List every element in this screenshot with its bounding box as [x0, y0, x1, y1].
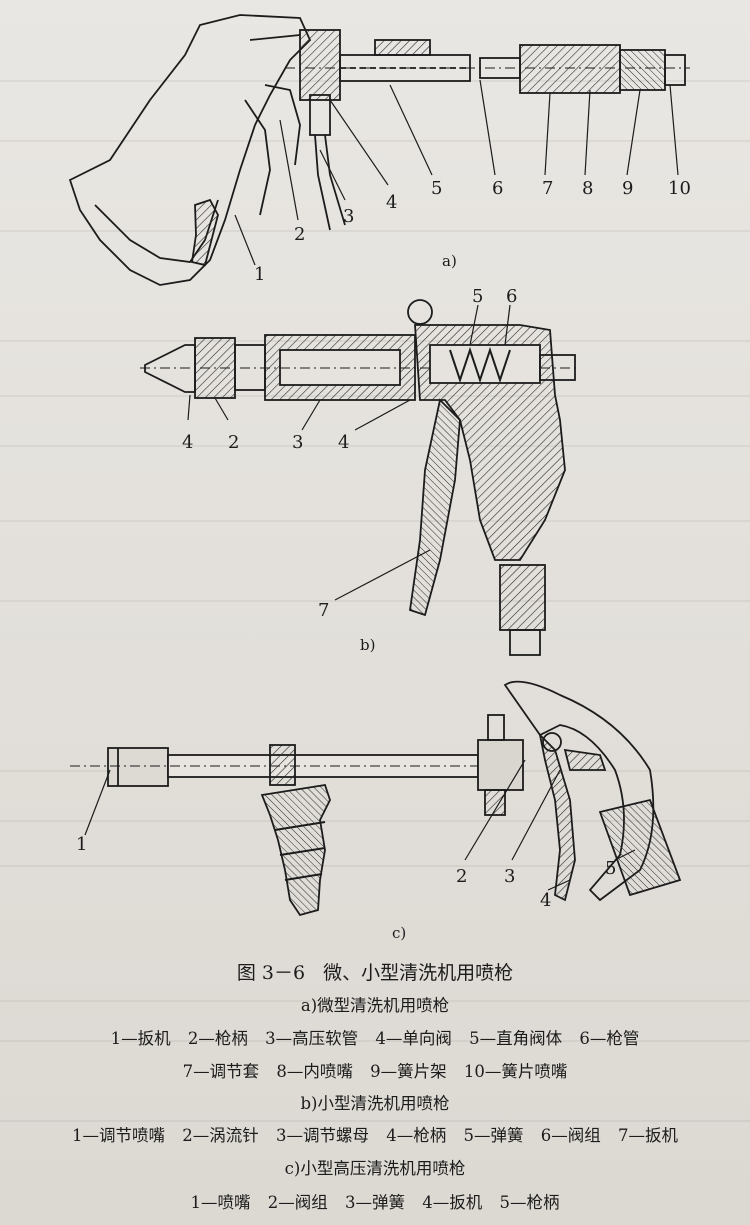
- legend-c-5: 5—枪柄: [499, 1193, 560, 1212]
- panel-a-tag: a): [442, 252, 457, 270]
- callout-b-3: 3: [292, 432, 303, 453]
- callout-b-2: 2: [228, 432, 239, 453]
- legend-a-9: 9—簧片架: [370, 1062, 447, 1081]
- callout-a-7: 7: [542, 178, 553, 199]
- panel-a-callouts: 1 2 3 4 5 6 7 8 9 10 a): [254, 178, 691, 285]
- legend-a-4: 4—单向阀: [375, 1029, 452, 1048]
- legend-a-5: 5—直角阀体: [469, 1029, 563, 1048]
- caption-b: b)小型清洗机用喷枪: [300, 1094, 450, 1113]
- legend-c-row: 1—喷嘴 2—阀组 3—弹簧 4—扳机 5—枪柄: [0, 1189, 750, 1213]
- panel-c-drawing: [70, 680, 682, 917]
- callout-a-10: 10: [668, 178, 691, 199]
- callout-b-4a: 4: [182, 432, 193, 453]
- callout-b-6: 6: [506, 286, 517, 307]
- callout-c-5: 5: [605, 858, 616, 879]
- legend-c-3: 3—弹簧: [345, 1193, 405, 1212]
- legend-a-1: 1—扳机: [110, 1029, 171, 1048]
- figure-title: 图 3－6 微、小型清洗机用喷枪: [0, 958, 750, 985]
- legend-b-2: 2—涡流针: [182, 1126, 259, 1145]
- legend-b-4: 4—枪柄: [386, 1126, 447, 1145]
- legend-b-1: 1—调节喷嘴: [72, 1126, 165, 1145]
- callout-a-2: 2: [294, 224, 305, 245]
- legend-b-6: 6—阀组: [540, 1126, 601, 1145]
- panel-b-tag: b): [360, 636, 375, 654]
- panel-c-callouts: 1 2 3 4 5 c): [76, 834, 616, 942]
- legend-a-6: 6—枪管: [579, 1029, 640, 1048]
- callout-a-3: 3: [343, 206, 354, 227]
- caption-a: a)微型清洗机用喷枪: [300, 996, 450, 1015]
- legend-a-10: 10—簧片喷嘴: [463, 1062, 568, 1081]
- panel-b-drawing: [140, 299, 580, 656]
- legend-b-row: 1—调节喷嘴 2—涡流针 3—调节螺母 4—枪柄 5—弹簧 6—阀组 7—扳机: [0, 1122, 750, 1146]
- legend-a-3: 3—高压软管: [265, 1029, 359, 1048]
- figure-number: 图 3－6: [236, 962, 306, 984]
- legend-a-7: 7—调节套: [182, 1062, 260, 1081]
- legend-b-5: 5—弹簧: [463, 1126, 524, 1145]
- panel-a-drawing: [68, 14, 690, 286]
- callout-a-1: 1: [254, 264, 265, 285]
- legend-a-8: 8—内喷嘴: [276, 1062, 353, 1081]
- legend-a-2: 2—枪柄: [187, 1029, 248, 1048]
- callout-c-3: 3: [504, 866, 515, 887]
- callout-c-1: 1: [76, 834, 87, 855]
- callout-a-8: 8: [582, 178, 593, 199]
- callout-c-4: 4: [540, 890, 551, 911]
- legend-b-7: 7—扳机: [618, 1126, 678, 1145]
- legend-c-4: 4—扳机: [422, 1193, 483, 1212]
- legend-a-row2: 7—调节套 8—内喷嘴 9—簧片架 10—簧片喷嘴: [0, 1058, 750, 1082]
- callout-a-6: 6: [492, 178, 503, 199]
- figure-title-text: 微、小型清洗机用喷枪: [323, 962, 514, 984]
- callout-a-4: 4: [386, 192, 397, 213]
- panel-c-tag: c): [392, 924, 406, 942]
- callout-b-4b: 4: [338, 432, 349, 453]
- callout-a-5: 5: [431, 178, 442, 199]
- legend-c-2: 2—阀组: [267, 1193, 328, 1212]
- callout-c-2: 2: [456, 866, 467, 887]
- callout-b-5: 5: [472, 286, 483, 307]
- callout-a-9: 9: [622, 178, 633, 199]
- caption-c: c)小型高压清洗机用喷枪: [284, 1159, 466, 1178]
- callout-b-7: 7: [318, 600, 329, 621]
- legend-c-1: 1—喷嘴: [190, 1193, 251, 1212]
- legend-b-3: 3—调节螺母: [276, 1126, 369, 1145]
- panel-b-callouts: 5 6 4 2 3 4 7 b): [182, 286, 517, 654]
- legend-a-row1: 1—扳机 2—枪柄 3—高压软管 4—单向阀 5—直角阀体 6—枪管: [0, 1025, 750, 1049]
